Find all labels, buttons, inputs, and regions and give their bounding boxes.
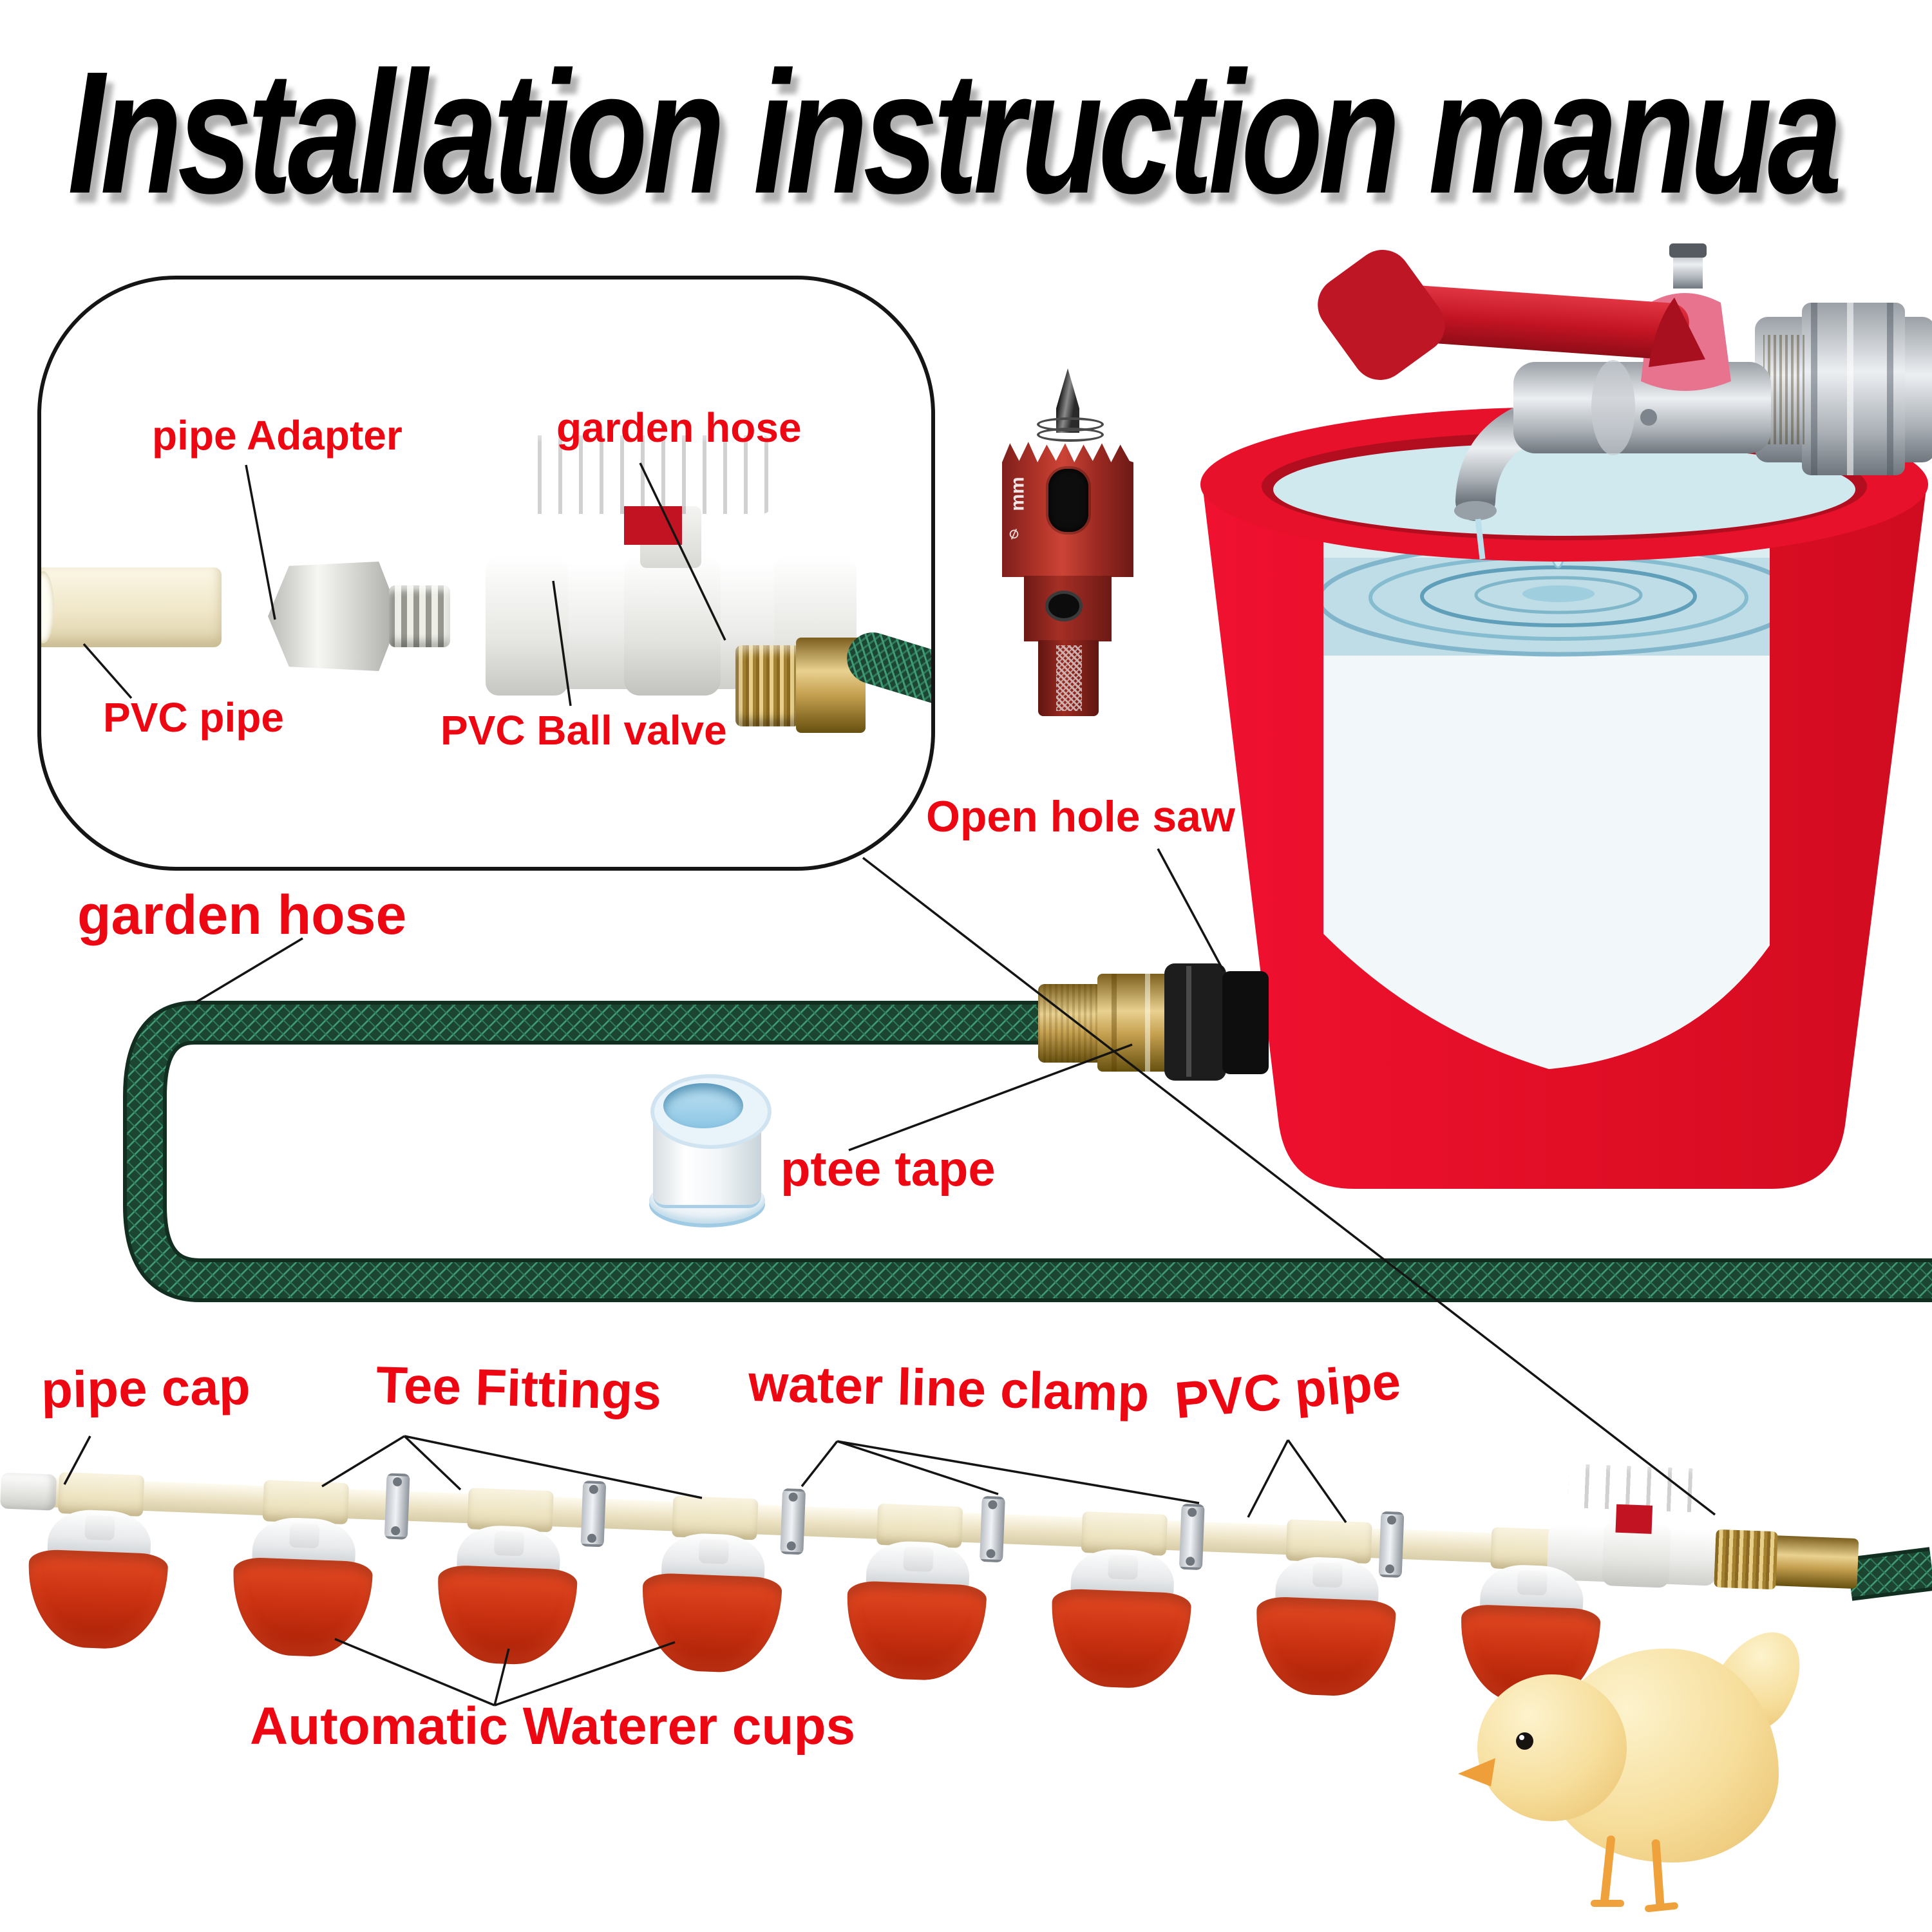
ball-valve-handle-stem (624, 506, 682, 545)
chick-eye (1516, 1732, 1533, 1750)
label-tee-fittings: Tee Fittings (375, 1356, 663, 1421)
hole-saw-tool: mm ⌀ (997, 368, 1141, 719)
hole-saw-collar (1024, 576, 1112, 641)
label-pvc-ball-valve: PVC Ball valve (440, 707, 727, 753)
bucket-hose-connector (1038, 963, 1269, 1081)
drill-spring-2 (1037, 428, 1104, 442)
parts-callout-bubble: pipe Adapter garden hose PVC pipe PVC Ba… (37, 276, 935, 871)
set-screw (1048, 594, 1079, 618)
chick (1444, 1609, 1819, 1913)
shank-label-band (1056, 645, 1082, 711)
pipe-adapter-threads (389, 585, 450, 647)
label-water-line-clamp: water line clamp (747, 1354, 1150, 1423)
chick-foot (1591, 1900, 1624, 1907)
label-automatic-waterer-cups: Automatic Waterer cups (250, 1697, 856, 1756)
chick-head (1477, 1674, 1627, 1821)
bucket (1200, 407, 1928, 1189)
hole-saw-crown: mm ⌀ (1002, 442, 1133, 577)
label-garden-hose-main: garden hose (77, 884, 407, 946)
pvc-pipe-part (41, 567, 222, 647)
ball-valve-bulge (624, 556, 721, 696)
label-garden-hose-callout: garden hose (556, 404, 802, 451)
faucet-handle (1318, 250, 1705, 380)
page-title: Installation instruction manua (64, 32, 1846, 234)
tape-core (663, 1083, 743, 1128)
hole-saw-slot (1048, 469, 1088, 532)
hole-saw-shank (1038, 640, 1099, 716)
water-drip (1475, 518, 1486, 560)
label-ptee-tape: ptee tape (781, 1142, 996, 1197)
ptfe-tape-roll (649, 1074, 772, 1227)
label-open-hole-saw: Open hole saw (926, 792, 1235, 841)
faucet (1318, 243, 1932, 560)
bulkhead-adapter (1164, 963, 1226, 1081)
callout-pointer-lines (82, 462, 726, 706)
label-pipe-adapter: pipe Adapter (152, 412, 402, 459)
pipe-adapter-part (268, 562, 400, 671)
label-pipe-cap: pipe cap (41, 1358, 251, 1419)
hose-fitting-knurl (735, 645, 800, 726)
garden-hose (123, 1001, 1932, 1601)
label-pvc-pipe-callout: PVC pipe (103, 694, 284, 741)
